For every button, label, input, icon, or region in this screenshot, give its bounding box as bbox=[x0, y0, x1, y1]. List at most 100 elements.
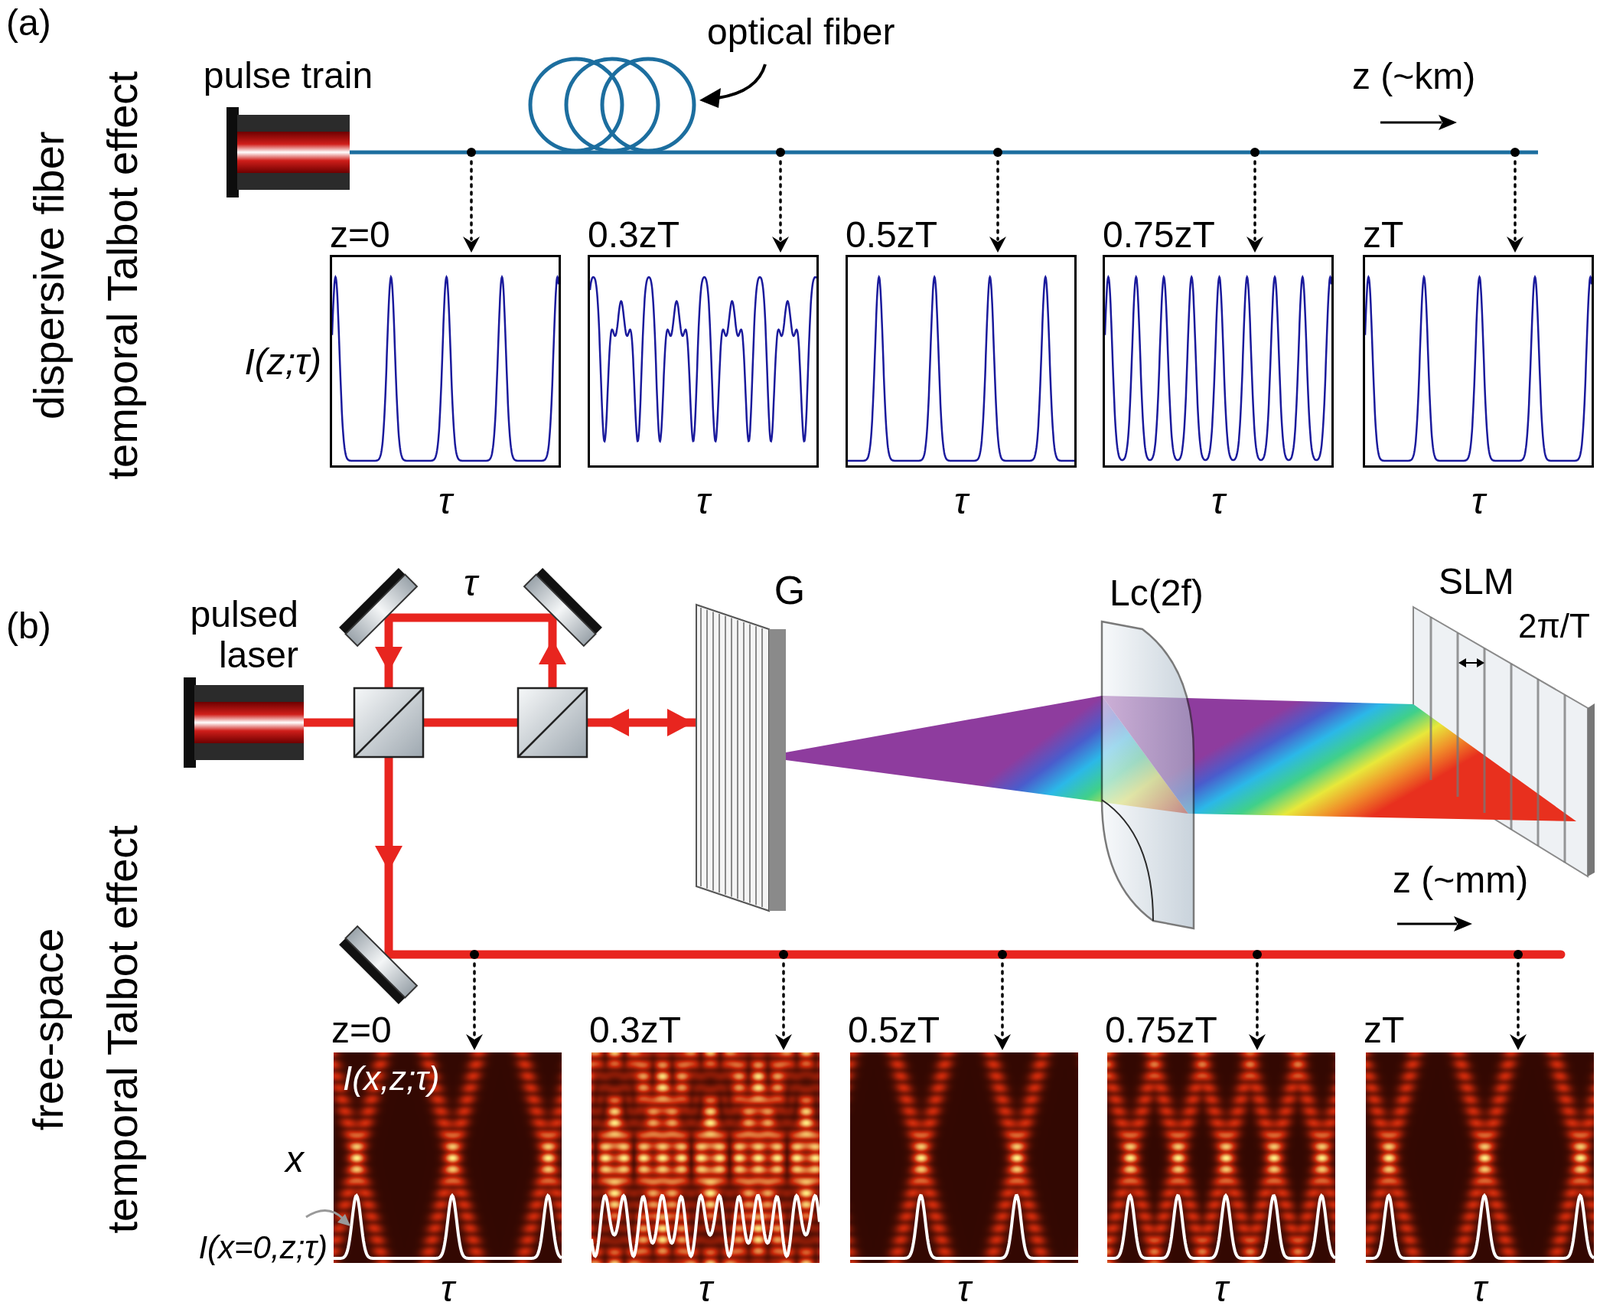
grating-rule bbox=[706, 609, 708, 889]
beam-arrow bbox=[602, 708, 629, 737]
laser-body bbox=[237, 114, 350, 190]
panel-heading: 0.75zT bbox=[1104, 1010, 1218, 1051]
probe-arrow bbox=[996, 161, 1000, 240]
axis-label: τ bbox=[696, 481, 711, 522]
mirror bbox=[524, 567, 603, 646]
intensity-trace bbox=[589, 276, 817, 441]
slm-stripe bbox=[1430, 616, 1433, 780]
plot-panel: 0.5zT bbox=[845, 254, 1077, 468]
plot-panel: z=0 bbox=[329, 254, 561, 468]
slm-stripe bbox=[1483, 648, 1486, 813]
axis-label: I(x=0,z;τ) bbox=[198, 1229, 328, 1265]
panel-axis-label: I(x,z;τ) bbox=[342, 1059, 440, 1097]
probe-point bbox=[997, 949, 1007, 959]
mirror bbox=[338, 925, 418, 1004]
probe-arrow-head bbox=[775, 1033, 792, 1050]
pulsed-laser-source bbox=[183, 677, 304, 768]
grating-rule bbox=[712, 611, 714, 890]
panel-heading: zT bbox=[1363, 1010, 1405, 1051]
laser-plate bbox=[183, 677, 196, 768]
on-axis-trace bbox=[333, 1195, 562, 1258]
probe-arrow bbox=[472, 963, 476, 1037]
slm-stripes bbox=[1430, 616, 1565, 863]
slm-stripe bbox=[1456, 632, 1460, 797]
probe-arrow bbox=[782, 963, 786, 1037]
axis-label: τ bbox=[1471, 481, 1486, 522]
beam-arrow bbox=[374, 845, 403, 871]
mirror-face bbox=[345, 574, 418, 646]
cylindrical-lens bbox=[1101, 621, 1194, 929]
panel-heading: z=0 bbox=[331, 1010, 392, 1051]
plot-panel: zT bbox=[1365, 1052, 1594, 1263]
grating-face bbox=[696, 604, 770, 911]
fiber-coil bbox=[530, 58, 623, 151]
beam-splitter bbox=[354, 687, 424, 757]
part-name: G bbox=[774, 568, 805, 613]
probe-arrow bbox=[778, 161, 783, 240]
slm-stripe bbox=[1537, 678, 1540, 846]
source-label: pulse train bbox=[203, 55, 373, 97]
intensity-map bbox=[850, 1052, 1079, 1263]
probe-point bbox=[993, 147, 1003, 157]
intensity-trace bbox=[1104, 276, 1332, 460]
row-title: free-space bbox=[24, 928, 72, 1131]
grating-rule bbox=[755, 625, 757, 905]
probe-point bbox=[469, 949, 480, 959]
panel-heading: z=0 bbox=[329, 215, 391, 256]
part-name: SLM bbox=[1438, 561, 1515, 603]
laser-plate bbox=[226, 107, 239, 198]
plot-panel: zT bbox=[1362, 254, 1594, 468]
probe-arrow-head bbox=[465, 1033, 483, 1050]
mirror-face bbox=[345, 925, 418, 998]
on-axis-trace bbox=[850, 1195, 1079, 1258]
axis-label: τ bbox=[1211, 481, 1226, 522]
probe-arrow bbox=[1516, 963, 1520, 1037]
laser-stripe bbox=[194, 701, 304, 743]
plot-panel: 0.3zT bbox=[587, 254, 819, 468]
laser-stripe bbox=[237, 131, 350, 173]
slm-stripe bbox=[1510, 663, 1513, 830]
pulse-train-source bbox=[226, 107, 350, 198]
probe-arrow bbox=[1000, 963, 1004, 1037]
axis-label: x bbox=[285, 1139, 304, 1180]
panel-heading: 0.75zT bbox=[1102, 215, 1216, 256]
row-title: temporal Talbot effect bbox=[98, 824, 147, 1233]
probe-point bbox=[1252, 949, 1262, 959]
on-axis-trace bbox=[1107, 1195, 1336, 1258]
grating-rule bbox=[761, 628, 763, 907]
axis-label: z (~km) bbox=[1352, 56, 1476, 98]
grating-rule bbox=[749, 624, 751, 903]
fiber-coil bbox=[566, 58, 659, 151]
output-beam bbox=[388, 756, 1561, 955]
delay-loop-beam bbox=[388, 617, 553, 688]
plot-panel: 0.3zT bbox=[591, 1052, 820, 1263]
probe-point bbox=[1513, 949, 1523, 959]
intensity-trace bbox=[332, 276, 559, 461]
beam-splitter-diagonal bbox=[518, 687, 587, 757]
grating-side bbox=[769, 628, 786, 911]
axis-label: τ bbox=[698, 1268, 713, 1310]
probe-point bbox=[775, 147, 786, 157]
panel-heading: 0.5zT bbox=[845, 215, 938, 256]
fiber-coil bbox=[602, 58, 695, 151]
axis-label: τ bbox=[1472, 1268, 1487, 1310]
probe-arrow-head bbox=[462, 236, 480, 253]
probe-arrow-head bbox=[993, 1033, 1011, 1050]
lens-edge bbox=[1101, 799, 1154, 921]
probe-point bbox=[1510, 147, 1520, 157]
direction-arrow bbox=[1397, 922, 1457, 926]
probe-arrow bbox=[469, 161, 473, 240]
plot-panel: 0.75zT bbox=[1102, 254, 1334, 468]
probe-point bbox=[1250, 147, 1260, 157]
panel-heading: 0.3zT bbox=[589, 1010, 682, 1051]
on-axis-trace bbox=[591, 1195, 820, 1256]
laser-source: pulsed laser bbox=[183, 677, 304, 768]
intensity-trace bbox=[1365, 276, 1592, 461]
beam-arrow bbox=[538, 638, 567, 665]
axis-label: τ bbox=[957, 1268, 972, 1310]
probe-point bbox=[466, 147, 476, 157]
probe-arrow-head bbox=[1248, 1033, 1266, 1050]
panel-heading: 0.5zT bbox=[847, 1010, 940, 1051]
axis-label: τ bbox=[954, 481, 968, 522]
leader-line bbox=[717, 64, 766, 98]
